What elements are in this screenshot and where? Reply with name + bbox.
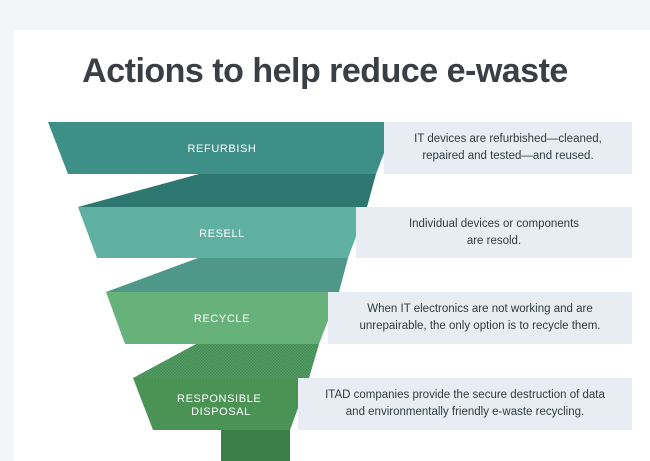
funnel-connector-recycle-disposal [133, 344, 319, 378]
description-line: When IT electronics are not working and … [367, 303, 593, 315]
description-recycle: When IT electronics are not working and … [328, 292, 632, 344]
stage-label-recycle: RECYCLE [194, 313, 250, 325]
funnel-stage-refurbish [48, 122, 396, 174]
description-line: IT devices are refurbished—cleaned, [414, 133, 602, 145]
funnel-stage-responsible-disposal [133, 378, 309, 430]
description-responsible-disposal: ITAD companies provide the secure destru… [298, 378, 632, 430]
description-refurbish: IT devices are refurbished—cleaned, repa… [384, 122, 632, 174]
stage-label-resell: RESELL [199, 228, 245, 240]
description-resell: Individual devices or components are res… [356, 207, 632, 258]
funnel-stem [221, 430, 290, 461]
description-line: and environmentally friendly e-waste rec… [345, 406, 585, 418]
description-line: are resold. [466, 234, 522, 247]
funnel-connector-refurbish-resell [78, 174, 376, 207]
description-line: ITAD companies provide the secure destru… [325, 389, 605, 401]
stage-label-responsible-disposal: RESPONSIBLE DISPOSAL [177, 393, 265, 418]
description-line: unrepairable, the only option is to recy… [359, 320, 601, 332]
page-title: Actions to help reduce e-waste [82, 52, 568, 90]
funnel-stage-recycle [106, 292, 339, 344]
stage-label-refurbish: REFURBISH [188, 143, 257, 155]
description-line: Individual devices or components [408, 217, 580, 230]
funnel-connector-resell-recycle [106, 258, 348, 292]
description-line: repaired and tested—and reused. [422, 150, 594, 162]
funnel-stage-resell [78, 207, 367, 258]
